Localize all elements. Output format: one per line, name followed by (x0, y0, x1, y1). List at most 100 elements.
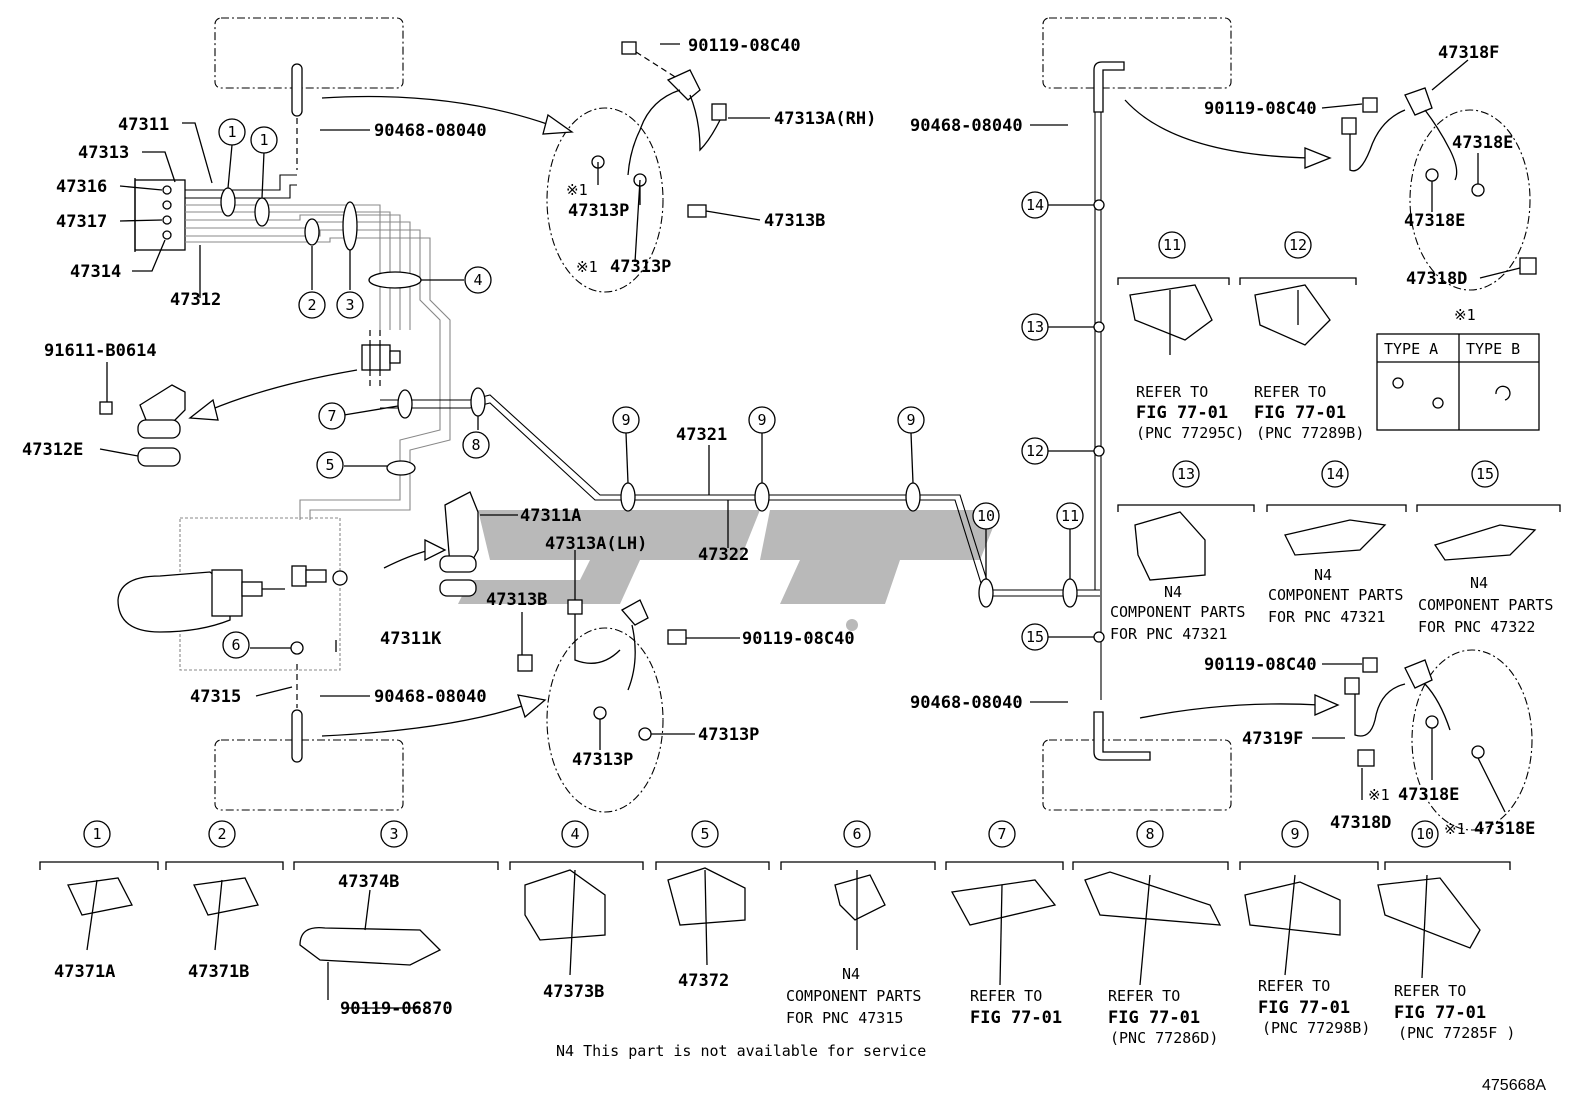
label-47372: 47372 (678, 971, 729, 991)
note-14-component: COMPONENT PARTS (1268, 586, 1403, 604)
label-90119-top: 90119-08C40 (688, 36, 801, 56)
note-10-fig: FIG 77-01 (1394, 1003, 1486, 1023)
legend-bracket-10 (1384, 861, 1511, 870)
callout-1-3: 1 (83, 820, 111, 848)
callout-number: 6 (231, 636, 240, 654)
rear-left-assembly (117, 517, 348, 671)
right-pipe-stubs (1093, 61, 1151, 761)
note-11-fig: FIG 77-01 (1136, 403, 1228, 423)
label-47313A-RH: 47313A(RH) (774, 109, 876, 129)
callout-9-4: 9 (1281, 820, 1309, 848)
callout-number: 2 (307, 296, 316, 314)
clamp-9-b (754, 482, 770, 512)
label-47321: 47321 (676, 425, 727, 445)
callout-3-1: 3 (336, 291, 364, 319)
label-47313: 47313 (78, 143, 129, 163)
front-tube-bundle (185, 174, 451, 520)
callout-12-2: 12 (1284, 231, 1312, 259)
asterisk-1-a: ※1 (566, 181, 588, 199)
note-14-n4: N4 (1314, 566, 1332, 584)
legend-bracket-7 (945, 861, 1064, 870)
note-12-pnc: (PNC 77289B) (1256, 424, 1364, 442)
wheel-box-front-left (214, 17, 404, 89)
footnote: N4 This part is not available for servic… (556, 1042, 926, 1060)
label-47374B: 47374B (338, 872, 399, 892)
callout-3-2: 3 (380, 820, 408, 848)
clamp-part-illustrations (67, 284, 1537, 966)
front-right-hose-assembly (1341, 87, 1537, 291)
label-47318F: 47318F (1438, 43, 1499, 63)
callout-number: 9 (621, 411, 630, 429)
asterisk-1-b: ※1 (576, 258, 598, 276)
label-47313B-b: 47313B (486, 590, 547, 610)
callout-2-1: 2 (298, 291, 326, 319)
part-labels: 47311 47313 47316 47317 47314 47312 9046… (22, 36, 1553, 1094)
label-90468-right-top: 90468-08040 (910, 116, 1023, 136)
label-90119-right-top: 90119-08C40 (1204, 99, 1317, 119)
note-9-refer: REFER TO (1258, 977, 1330, 995)
note-12-fig: FIG 77-01 (1254, 403, 1346, 423)
callout-number: 15 (1476, 465, 1494, 483)
label-47314: 47314 (70, 262, 121, 282)
main-rear-tube (380, 110, 1102, 700)
label-47318E-a: 47318E (1452, 133, 1513, 153)
callout-1-2: 1 (250, 126, 278, 154)
note-8-fig: FIG 77-01 (1108, 1008, 1200, 1028)
arrows (188, 95, 1340, 737)
callout-number: 12 (1026, 442, 1044, 460)
label-90468-top: 90468-08040 (374, 121, 487, 141)
callout-2-2: 2 (208, 820, 236, 848)
note-6-n4: N4 (842, 965, 860, 983)
callout-number: 3 (345, 296, 354, 314)
note-10-pnc: (PNC 77285F ) (1398, 1024, 1515, 1042)
leader-lines (86, 43, 1521, 1009)
label-47318D-b: 47318D (1330, 813, 1391, 833)
type-b-label: TYPE B (1466, 340, 1520, 358)
clamp-8 (470, 387, 486, 417)
legend-bracket-6 (780, 861, 936, 870)
front-rh-hose-assembly (546, 41, 727, 293)
note-8-pnc: (PNC 77286D) (1110, 1029, 1218, 1047)
callout-number: 15 (1026, 628, 1044, 646)
note-12-refer: REFER TO (1254, 383, 1326, 401)
note-6-pnc: FOR PNC 47315 (786, 1009, 903, 1027)
label-90119-mid: 90119-08C40 (742, 629, 855, 649)
note-7-fig: FIG 77-01 (970, 1008, 1062, 1028)
callout-number: 4 (473, 271, 482, 289)
label-47311: 47311 (118, 115, 169, 135)
callout-8-1: 8 (462, 431, 490, 459)
label-90468-right-bot: 90468-08040 (910, 693, 1023, 713)
callout-15-1: 15 (1021, 623, 1049, 651)
callout-number: 11 (1061, 507, 1079, 525)
note-15-pnc: FOR PNC 47322 (1418, 618, 1535, 636)
callout-number: 9 (906, 411, 915, 429)
callout-14-1: 14 (1021, 191, 1049, 219)
callout-9-3: 9 (897, 406, 925, 434)
label-47316: 47316 (56, 177, 107, 197)
callout-number: 7 (997, 825, 1006, 843)
note-9-fig: FIG 77-01 (1258, 998, 1350, 1018)
label-47313P-d: 47313P (572, 750, 633, 770)
type-table (1376, 333, 1540, 431)
callout-11-1: 11 (1056, 502, 1084, 530)
figure-id: 475668A (1482, 1077, 1546, 1094)
label-47315: 47315 (190, 687, 241, 707)
label-47317: 47317 (56, 212, 107, 232)
note-11-pnc: (PNC 77295C) (1136, 424, 1244, 442)
label-47313P-b: 47313P (610, 257, 671, 277)
note-13-n4: N4 (1164, 583, 1182, 601)
label-47313P-c: 47313P (698, 725, 759, 745)
legend-bracket-11 (1117, 277, 1230, 285)
callout-11-2: 11 (1158, 231, 1186, 259)
label-47371A: 47371A (54, 962, 115, 982)
left-pipe-stub-bottom (291, 664, 303, 763)
clamp-5 (386, 460, 416, 476)
clamp-3 (342, 201, 358, 251)
label-47318E-c: 47318E (1398, 785, 1459, 805)
clamp-4 (368, 271, 422, 289)
callout-number: 10 (1416, 825, 1434, 843)
callout-number: 12 (1289, 236, 1307, 254)
clamp-1-b (254, 197, 270, 227)
label-47313P-a: 47313P (568, 201, 629, 221)
